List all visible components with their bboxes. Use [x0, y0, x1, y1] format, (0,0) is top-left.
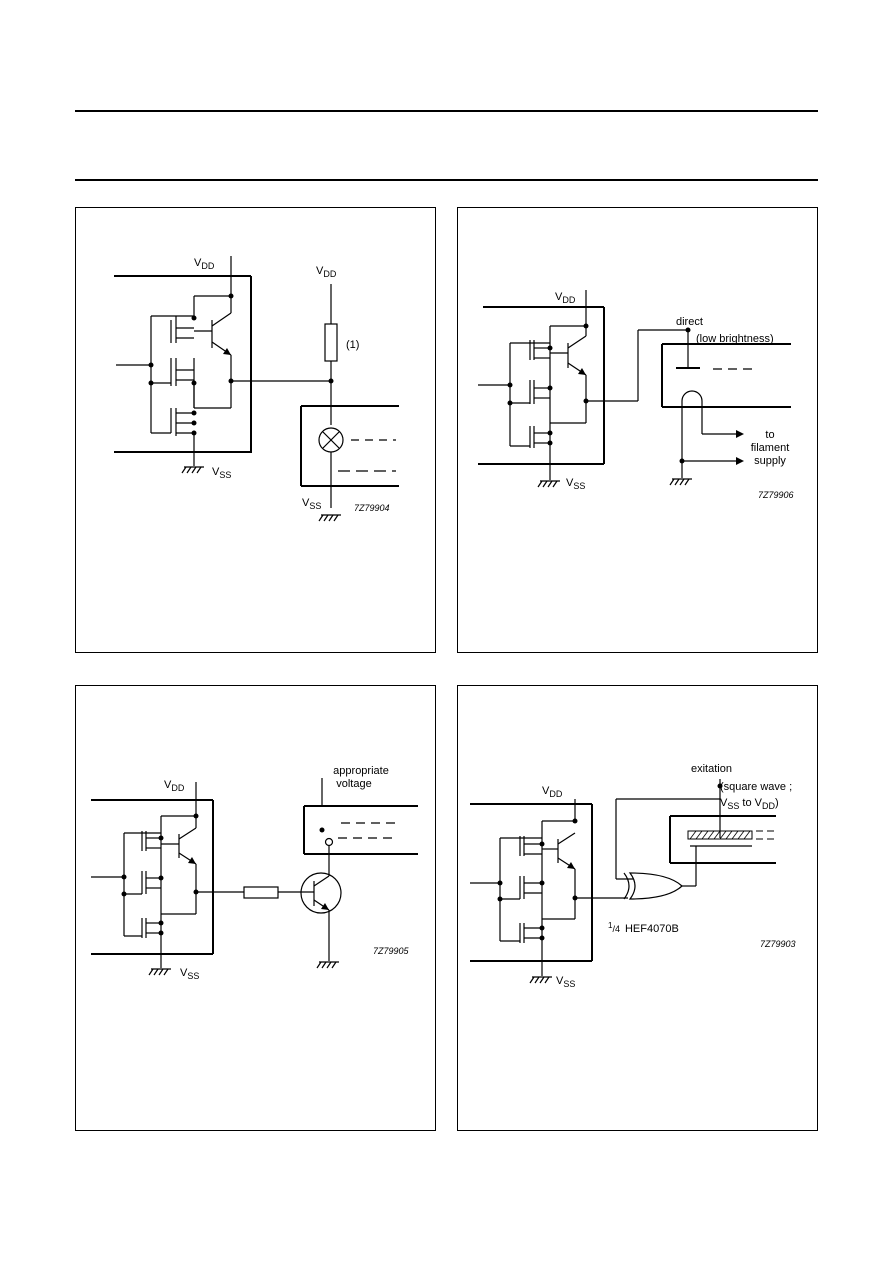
lcd-display-icon	[669, 815, 776, 864]
appropriate-voltage-line-1: appropriate	[333, 765, 389, 777]
output-stage	[114, 256, 331, 474]
vss-label: VSS	[566, 477, 585, 491]
ground-icon	[148, 968, 171, 976]
figure-code: 7Z79905	[373, 946, 410, 956]
square-wave-line-2: VSS to VDD)	[720, 797, 779, 811]
ground-icon	[537, 480, 560, 488]
figure-direct-display: VDD VSS direct (low brightness) to filam…	[457, 207, 818, 653]
to-filament-line-3: supply	[754, 455, 786, 467]
transistor-icon	[542, 832, 576, 870]
square-wave-line-1: (square wave ;	[720, 781, 792, 793]
exitation-label: exitation	[691, 763, 732, 775]
to-filament-line-2: filament	[751, 442, 790, 454]
figure-lcd-exclusive-or: exitation (square wave ; VSS to VDD) VDD…	[457, 685, 818, 1131]
xor-gate-icon	[623, 872, 683, 900]
vdd-label: VDD	[542, 785, 563, 799]
vdd-label: VDD	[164, 779, 185, 793]
ground-icon	[669, 478, 692, 486]
ground-icon	[529, 976, 552, 984]
figure-lamp-driver: VDD VSS VDD (1) VSS 7Z79904	[75, 207, 436, 653]
figure-code: 7Z79904	[354, 503, 390, 513]
figure-code: 7Z79903	[760, 939, 796, 949]
direct-label: direct	[676, 316, 703, 328]
transistor-icon	[550, 335, 587, 376]
transistor-driver-circuit: appropriate voltage VDD VSS 7Z79905	[91, 765, 418, 981]
appropriate-voltage-line-2: voltage	[336, 778, 371, 790]
lamp-icon	[318, 427, 344, 453]
vacuum-fluorescent-display-icon	[661, 343, 791, 434]
vss-load-label: VSS	[302, 497, 321, 511]
transistor-icon	[300, 872, 342, 914]
figure-transistor-driver: appropriate voltage VDD VSS 7Z79905	[75, 685, 436, 1131]
direct-display-circuit: VDD VSS direct (low brightness) to filam…	[478, 290, 794, 500]
figure-code: 7Z79906	[758, 490, 794, 500]
lamp-driver-circuit: VDD VSS VDD (1) VSS 7Z79904	[114, 256, 399, 522]
header-rule	[75, 179, 818, 181]
ground-icon	[318, 514, 341, 522]
low-brightness-label: (low brightness)	[696, 333, 774, 345]
resistor-note: (1)	[346, 339, 359, 351]
ground-icon	[181, 466, 204, 474]
resistor-icon	[243, 886, 279, 899]
top-rule	[75, 110, 818, 112]
resistor-icon	[324, 323, 338, 362]
transistor-icon	[194, 312, 232, 356]
lcd-exclusive-or-circuit: exitation (square wave ; VSS to VDD) VDD…	[470, 763, 796, 989]
vss-label: VSS	[212, 466, 231, 480]
vss-label: VSS	[556, 975, 575, 989]
to-filament-line-1: to	[765, 429, 774, 441]
vss-label: VSS	[180, 967, 199, 981]
transistor-icon	[161, 827, 197, 865]
vdd-label: VDD	[194, 257, 215, 271]
ground-icon	[316, 961, 339, 969]
vdd-label: VDD	[555, 291, 576, 305]
vacuum-fluorescent-display-icon	[303, 805, 418, 855]
vdd-load-label: VDD	[316, 265, 337, 279]
